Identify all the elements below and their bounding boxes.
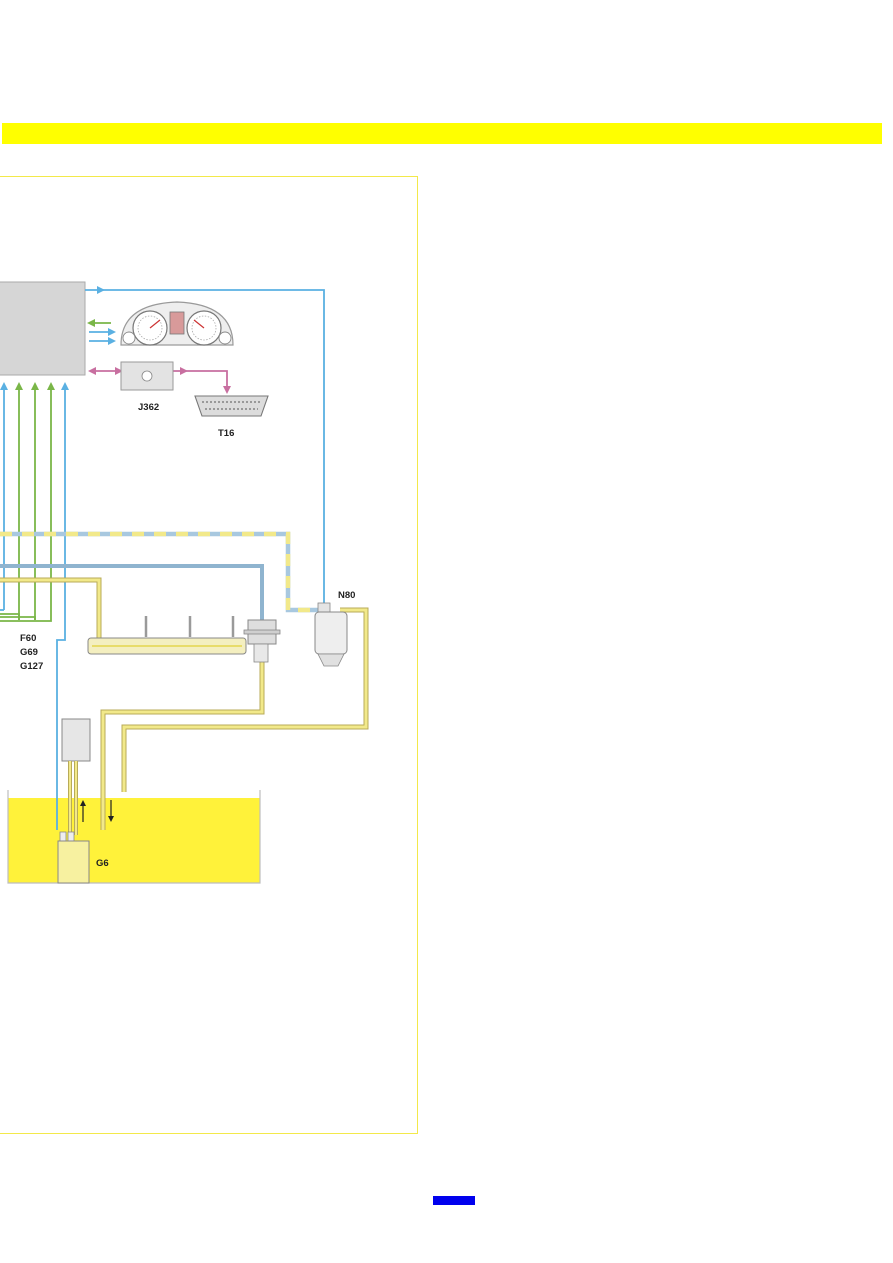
engine-control-unit [0,281,86,376]
label-n80: N80 [338,590,355,601]
fuel-pump-g6 [57,831,90,884]
n80-valve [314,602,348,667]
t16-connector-icon [194,395,269,417]
label-g6: G6 [96,858,109,869]
line-pressure-regulator [0,564,264,622]
diagram-frame [0,176,418,1134]
fuel-supply-line [0,577,102,640]
fuel-tank [7,790,261,884]
label-g69: G69 [20,647,38,658]
signal-line-n80 [85,289,325,605]
label-j362: J362 [138,402,159,413]
header-bar [2,123,882,144]
label-t16: T16 [218,428,234,439]
instrument-cluster-icon [120,301,234,346]
nav-button[interactable] [433,1196,475,1205]
vent-line-n80 [0,531,324,613]
j362-control-unit [120,361,174,391]
fuel-rail [87,616,247,655]
signal-line-g6 [56,382,69,830]
label-g127: G127 [20,661,43,672]
label-f60: F60 [20,633,36,644]
pressure-regulator [243,619,281,663]
diag-line-t16 [173,370,231,394]
fuel-filter [61,718,91,835]
